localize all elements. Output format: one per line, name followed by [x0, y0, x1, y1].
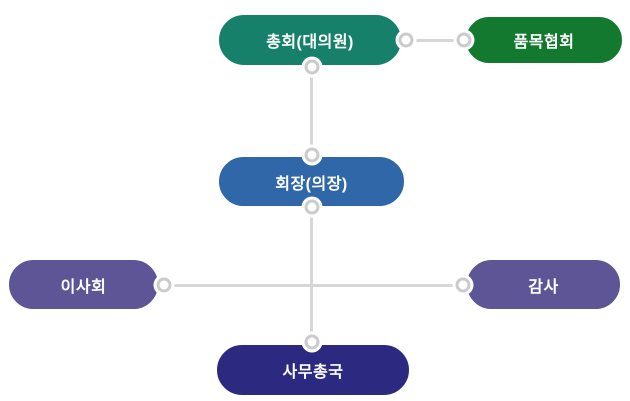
node-secretariat: 사무총국: [214, 342, 412, 398]
connector-dot: [304, 334, 320, 350]
node-auditor: 감사: [464, 257, 623, 312]
connector-dot: [156, 277, 172, 293]
connector-dot: [304, 59, 320, 75]
node-item-association: 품목협회: [463, 14, 625, 66]
node-board-label: 이사회: [60, 278, 107, 296]
connector-dot: [304, 147, 320, 163]
connector-assembly-chairman: [310, 66, 313, 155]
node-secretariat-label: 사무총국: [282, 364, 344, 381]
node-item-association-label: 품목협회: [513, 34, 575, 51]
connector-dot: [398, 32, 414, 48]
connector-chairman-secretariat: [310, 206, 313, 343]
connector-board-auditor: [164, 284, 463, 287]
connector-dot: [304, 199, 320, 215]
connector-dot: [455, 277, 471, 293]
node-board: 이사회: [6, 257, 161, 312]
connector-assembly-itemassoc: [404, 39, 464, 42]
connector-dot: [456, 32, 472, 48]
node-auditor-label: 감사: [528, 278, 559, 296]
node-assembly-label: 총회(대의원): [266, 34, 354, 51]
node-chairman-label: 회장(의장): [275, 175, 348, 193]
node-assembly: 총회(대의원): [216, 12, 404, 68]
